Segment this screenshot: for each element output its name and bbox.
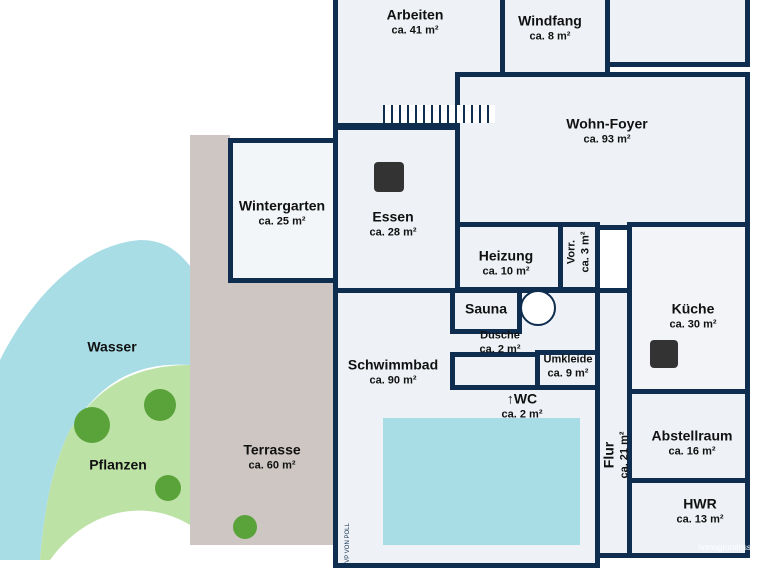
dining-table-icon bbox=[650, 340, 678, 368]
watermark: Immogrundriss bbox=[698, 543, 751, 552]
plant-icon bbox=[155, 475, 181, 501]
label-sauna: Sauna bbox=[464, 300, 508, 317]
label-vorr: Vorr.ca. 3 m² bbox=[565, 231, 591, 273]
spiral-staircase bbox=[520, 290, 556, 326]
room-sauna bbox=[450, 288, 522, 334]
dining-table-icon bbox=[374, 162, 404, 192]
room-wintergarten bbox=[228, 138, 338, 283]
plant-icon bbox=[74, 407, 110, 443]
plant-icon bbox=[233, 515, 257, 539]
room-wc bbox=[450, 352, 540, 390]
swimming-pool bbox=[383, 418, 580, 545]
room-flur bbox=[595, 288, 632, 558]
room-top-right bbox=[605, 0, 750, 67]
label-pflanzen: Pflanzen bbox=[89, 456, 147, 473]
room-essen bbox=[333, 125, 460, 295]
room-umkleide bbox=[535, 350, 600, 390]
staircase bbox=[383, 105, 495, 123]
room-vorr bbox=[558, 222, 600, 292]
plant-icon bbox=[144, 389, 176, 421]
room-foyer bbox=[455, 72, 750, 230]
logo: VP VON POLL bbox=[344, 523, 351, 563]
label-wasser: Wasser bbox=[87, 338, 137, 355]
